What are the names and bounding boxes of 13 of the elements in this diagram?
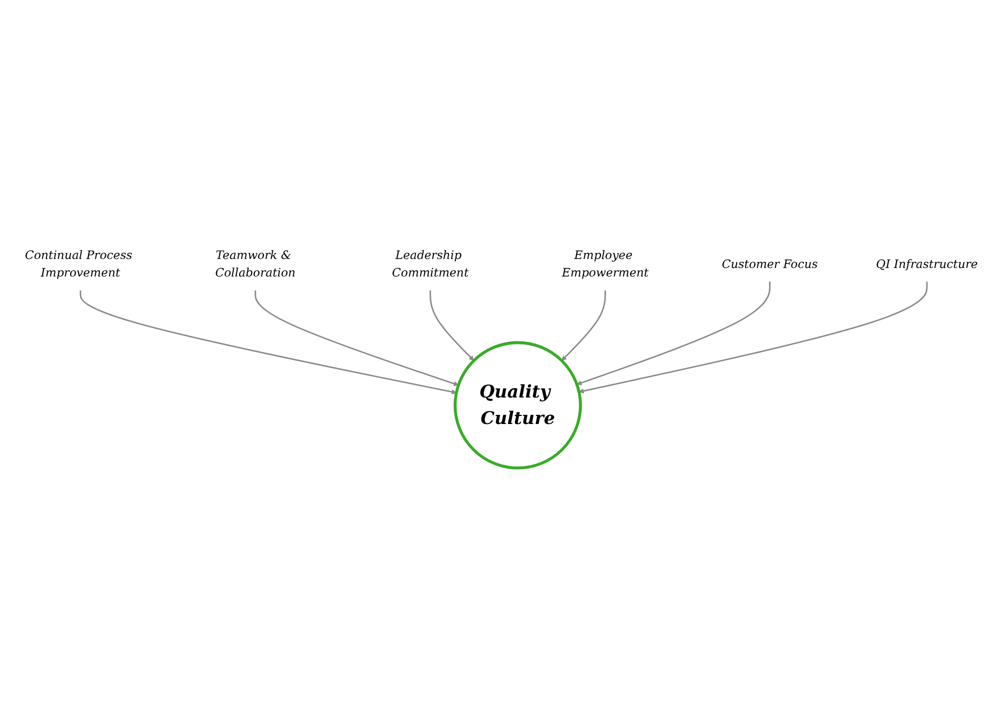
node-text: QI Infrastructure [876, 256, 978, 271]
arrow [576, 281, 771, 385]
arrow [430, 290, 474, 361]
arrow [80, 290, 457, 394]
node-text: Customer Focus [722, 256, 818, 271]
arrow [254, 290, 459, 386]
node-text: Continual Process Improvement [25, 248, 132, 280]
node-text: Leadership Commitment [392, 248, 469, 280]
node-text: Teamwork & Collaboration [215, 248, 296, 280]
node-circle: Quality Culture [454, 340, 582, 470]
node-text: Employee Empowerment [562, 248, 649, 280]
arrow [562, 290, 606, 361]
arrow [578, 281, 928, 394]
